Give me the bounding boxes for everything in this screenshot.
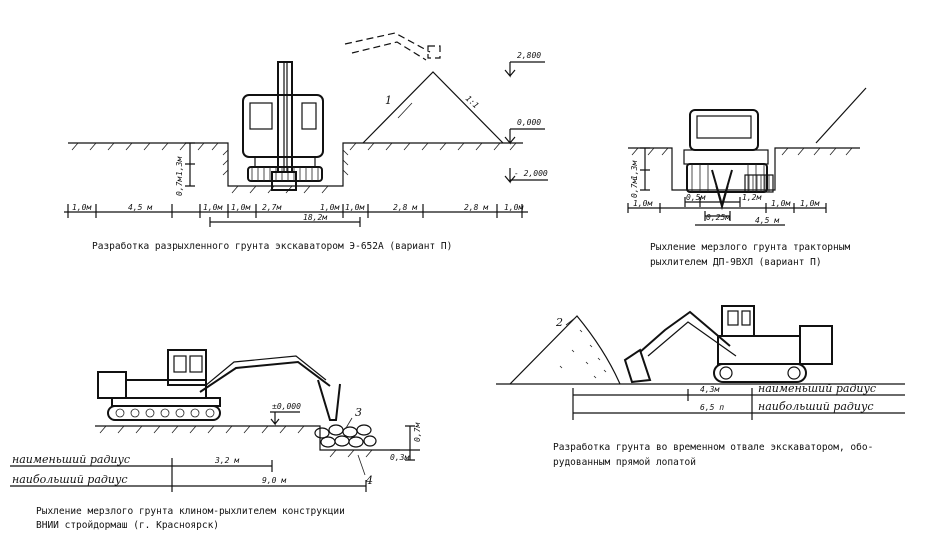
fig1-slope-label: 1:1 [464,94,481,110]
fig3-callout-4: 4 [365,474,373,487]
fig4-pile-stipple [559,329,607,379]
fig1-elev-top: 2,800 [517,51,541,60]
fig1-dim-9: 1,0м [504,203,524,212]
fig3-excavator [97,349,341,421]
fig1-dim-4: 2,7м [262,203,282,212]
fig1-excavator [242,61,324,191]
fig1-dim-5: 1,0м [320,203,340,212]
fig1-elev-ground: 0,000 [517,118,541,127]
caption-bottom-right-2: рудованным прямой лопатой [553,457,696,468]
fig1-dashed-bucket [344,32,441,61]
fig4-callout-leader [565,317,576,326]
fig1-callout-1: 1 [385,94,392,107]
fig2-dim-0: 1,0м [633,199,653,208]
fig4-shovel-spoil: 2 4,3м наименьший радиус 6,5 п наибольши… [496,305,905,468]
fig4-spoil-pile [509,315,621,385]
fig1-dim-0: 1,0м [72,203,92,212]
fig4-row2-value: 6,5 п [700,403,724,412]
fig1-dim-total: 18,2м [303,213,328,222]
fig1-dim-1: 4,5 м [128,203,153,212]
fig2-dim-3: 1,0м [771,199,791,208]
fig1-dim-8: 2,8 м [464,203,489,212]
fig1-dim-7: 2,8 м [393,203,418,212]
fig1-dim-2: 1,0м [203,203,223,212]
fig3-wedge-ripper: 3 4 ±0,000 0,7м 0,3м наименьший радиус 3… [10,349,422,531]
fig2-tractor-ripper: 1,3м 0,7м 0,5м 1,2м 0,25м 1,0м 1,0м 1,0м… [627,87,867,268]
fig4-row2-label: наибольший радиус [758,400,874,413]
caption-top-right-2: рыхлителем ДП-9ВХЛ (вариант П) [650,257,822,268]
fig3-callout-3: 3 [355,406,362,419]
fig3-row1-label: наименьший радиус [12,453,130,466]
fig4-row1-value: 4,3м [700,385,720,394]
fig3-depth-b: 0,3м [390,453,410,462]
fig1-elevation-marks: 2,800 0,000 - 2,000 [504,51,548,184]
fig2-slope-line [815,87,867,144]
fig4-excavator [623,305,833,384]
fig4-radius-table: 4,3м наименьший радиус 6,5 п наибольший … [572,382,905,420]
fig2-dim-4: 1,0м [800,199,820,208]
fig3-callout-3-leader [345,417,353,429]
fig1-dim-6: 1,0м [345,203,365,212]
fig1-depth-a: 1,3м [175,156,184,176]
caption-top-left: Разработка разрыхленного грунта экскават… [92,241,452,252]
fig3-ground-hatch [99,425,373,458]
fig3-row2-value: 9,0 м [262,476,287,485]
fig2-dim-12: 1,2м [742,193,762,202]
caption-bottom-right-1: Разработка грунта во временном отвале эк… [553,442,873,453]
fig2-depth-b: 0,7м [630,178,639,198]
fig1-excavator-trench: 1 1:1 2,800 0,000 - 2,000 1,3м 0,7м 1,0м… [64,32,548,252]
fig3-row2-label: наибольший радиус [12,473,128,486]
caption-bottom-left-1: Рыхление мерзлого грунта клином-рыхлител… [36,506,345,517]
fig2-dim-chain: 0,5м 1,2м 0,25м 1,0м 1,0м 1,0м 4,5 м [627,193,827,226]
fig1-elev-bottom: - 2,000 [514,169,548,178]
caption-top-right-1: Рыхление мерзлого грунта тракторным [650,242,850,253]
caption-bottom-left-2: ВНИИ стройдормаш (г. Красноярск) [36,520,219,531]
fig1-dim-chain: 1,0м 4,5 м 1,0м 1,0м 2,7м 1,0м 1,0м 2,8 … [64,203,528,227]
fig1-spoil-pile [362,71,504,144]
fig2-dim-inner: 0,25м [706,213,731,222]
fig3-row1-value: 3,2 м [214,456,240,465]
fig2-depth-a: 1,3м [630,160,639,180]
fig3-callout-4-leader [357,454,366,476]
fig3-elev: ±0,000 [272,402,301,411]
fig2-ground-profile [628,147,860,191]
fig4-callout-2: 2 [555,316,563,329]
fig1-dim-3: 1,0м [231,203,251,212]
fig1-ground-profile [68,142,523,187]
fig3-loosened-blocks [314,424,377,448]
fig3-depth-a: 0,7м [413,422,422,442]
fig1-callout-leader [397,102,413,119]
fig1-depth-b: 0,7м [175,176,184,196]
fig2-ground-hatch [631,147,853,156]
fig2-dim-05: 0,5м [686,193,706,202]
fig4-row1-label: наименьший радиус [758,382,876,395]
fig3-radius-table: наименьший радиус 3,2 м наибольший радиу… [10,453,367,492]
fig2-dim-total: 4,5 м [755,216,780,225]
